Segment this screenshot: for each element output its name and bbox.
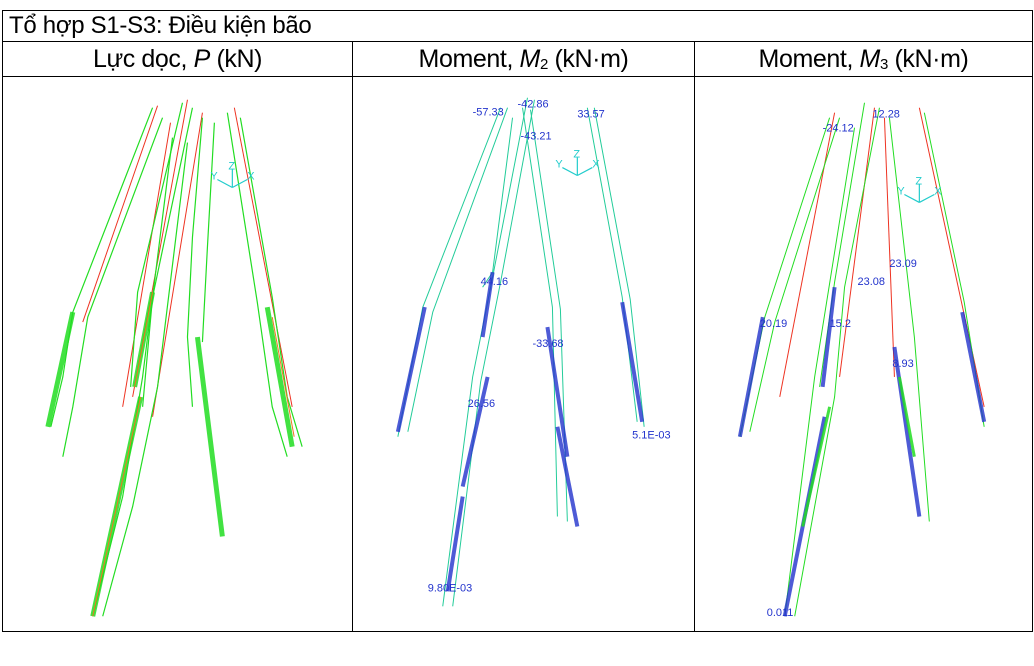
axis-label-y: Y bbox=[897, 185, 905, 197]
m3-label: 0.011 bbox=[767, 607, 794, 619]
m3-label: 15.2 bbox=[830, 318, 851, 330]
m2-label: 5.1E-03 bbox=[632, 430, 670, 442]
header-prefix: Lực dọc, bbox=[92, 44, 194, 73]
header-unit: (kN·m) bbox=[887, 44, 969, 73]
m3-label: 12.28 bbox=[872, 109, 899, 121]
m3-label: 20.19 bbox=[760, 318, 787, 330]
global-axes-triad-icon: Z Y X bbox=[210, 161, 255, 189]
m2-label: 44.16 bbox=[481, 276, 508, 288]
m2-label: 9.80E-03 bbox=[428, 582, 472, 594]
load-combination-caption: Tổ hợp S1-S3: Điều kiện bão bbox=[1, 10, 1034, 42]
header-unit: (kN) bbox=[209, 44, 263, 73]
m2-label: -43.21 bbox=[521, 131, 552, 143]
axis-label-z: Z bbox=[573, 149, 580, 161]
global-axes-triad-icon: Z Y X bbox=[555, 149, 600, 177]
m3-label: 23.08 bbox=[858, 276, 885, 288]
axis-label-x: X bbox=[592, 159, 600, 171]
m2-label: 33.57 bbox=[577, 109, 604, 121]
moment-m2-diagram-panel: -57.33 -42.86 33.57 -43.21 44.16 26.56 9… bbox=[352, 76, 695, 632]
axis-label-y: Y bbox=[555, 159, 563, 171]
header-symbol: M bbox=[519, 44, 541, 73]
clipped-heading-fragment bbox=[0, 0, 1034, 6]
axis-label-z: Z bbox=[228, 161, 235, 173]
m3-label: -24.12 bbox=[823, 123, 854, 135]
column-header-moment-m2: Moment, M2 (kN·m) bbox=[352, 41, 695, 77]
header-subscript: 2 bbox=[539, 55, 548, 73]
moment-m2-diagram: -57.33 -42.86 33.57 -43.21 44.16 26.56 9… bbox=[395, 97, 671, 607]
axial-force-diagram: Z Y X bbox=[45, 99, 303, 617]
m3-label: 8.93 bbox=[892, 358, 913, 370]
axial-force-diagram-panel: Z Y X bbox=[2, 76, 353, 632]
axis-label-y: Y bbox=[210, 171, 218, 183]
column-header-moment-m3: Moment, M3 (kN·m) bbox=[693, 41, 1034, 77]
moment-m3-diagram: -24.12 12.28 23.09 23.08 20.19 15.2 8.93… bbox=[737, 102, 987, 620]
results-table: Tổ hợp S1-S3: Điều kiện bão Lực dọc, P (… bbox=[1, 10, 1034, 632]
m2-label: 26.56 bbox=[468, 398, 495, 410]
m3-value-labels: -24.12 12.28 23.09 23.08 20.19 15.2 8.93… bbox=[760, 109, 917, 620]
column-header-axial-force: Lực dọc, P (kN) bbox=[2, 41, 353, 77]
global-axes-triad-icon: Z Y X bbox=[897, 175, 942, 203]
moment-m3-diagram-panel: -24.12 12.28 23.09 23.08 20.19 15.2 8.93… bbox=[693, 76, 1034, 632]
axis-label-x: X bbox=[247, 171, 255, 183]
m2-label: -33.68 bbox=[532, 338, 563, 350]
header-prefix: Moment, bbox=[418, 44, 520, 73]
header-subscript: 3 bbox=[879, 55, 888, 73]
header-unit: (kN·m) bbox=[547, 44, 629, 73]
header-symbol: P bbox=[193, 44, 211, 73]
m3-label: 23.09 bbox=[889, 258, 916, 270]
m2-label: -57.33 bbox=[473, 107, 504, 119]
header-prefix: Moment, bbox=[758, 44, 860, 73]
axis-label-x: X bbox=[934, 185, 942, 197]
m2-value-labels: -57.33 -42.86 33.57 -43.21 44.16 26.56 9… bbox=[428, 99, 671, 595]
axis-label-z: Z bbox=[915, 175, 922, 187]
m2-label: -42.86 bbox=[518, 99, 549, 111]
header-symbol: M bbox=[859, 44, 881, 73]
